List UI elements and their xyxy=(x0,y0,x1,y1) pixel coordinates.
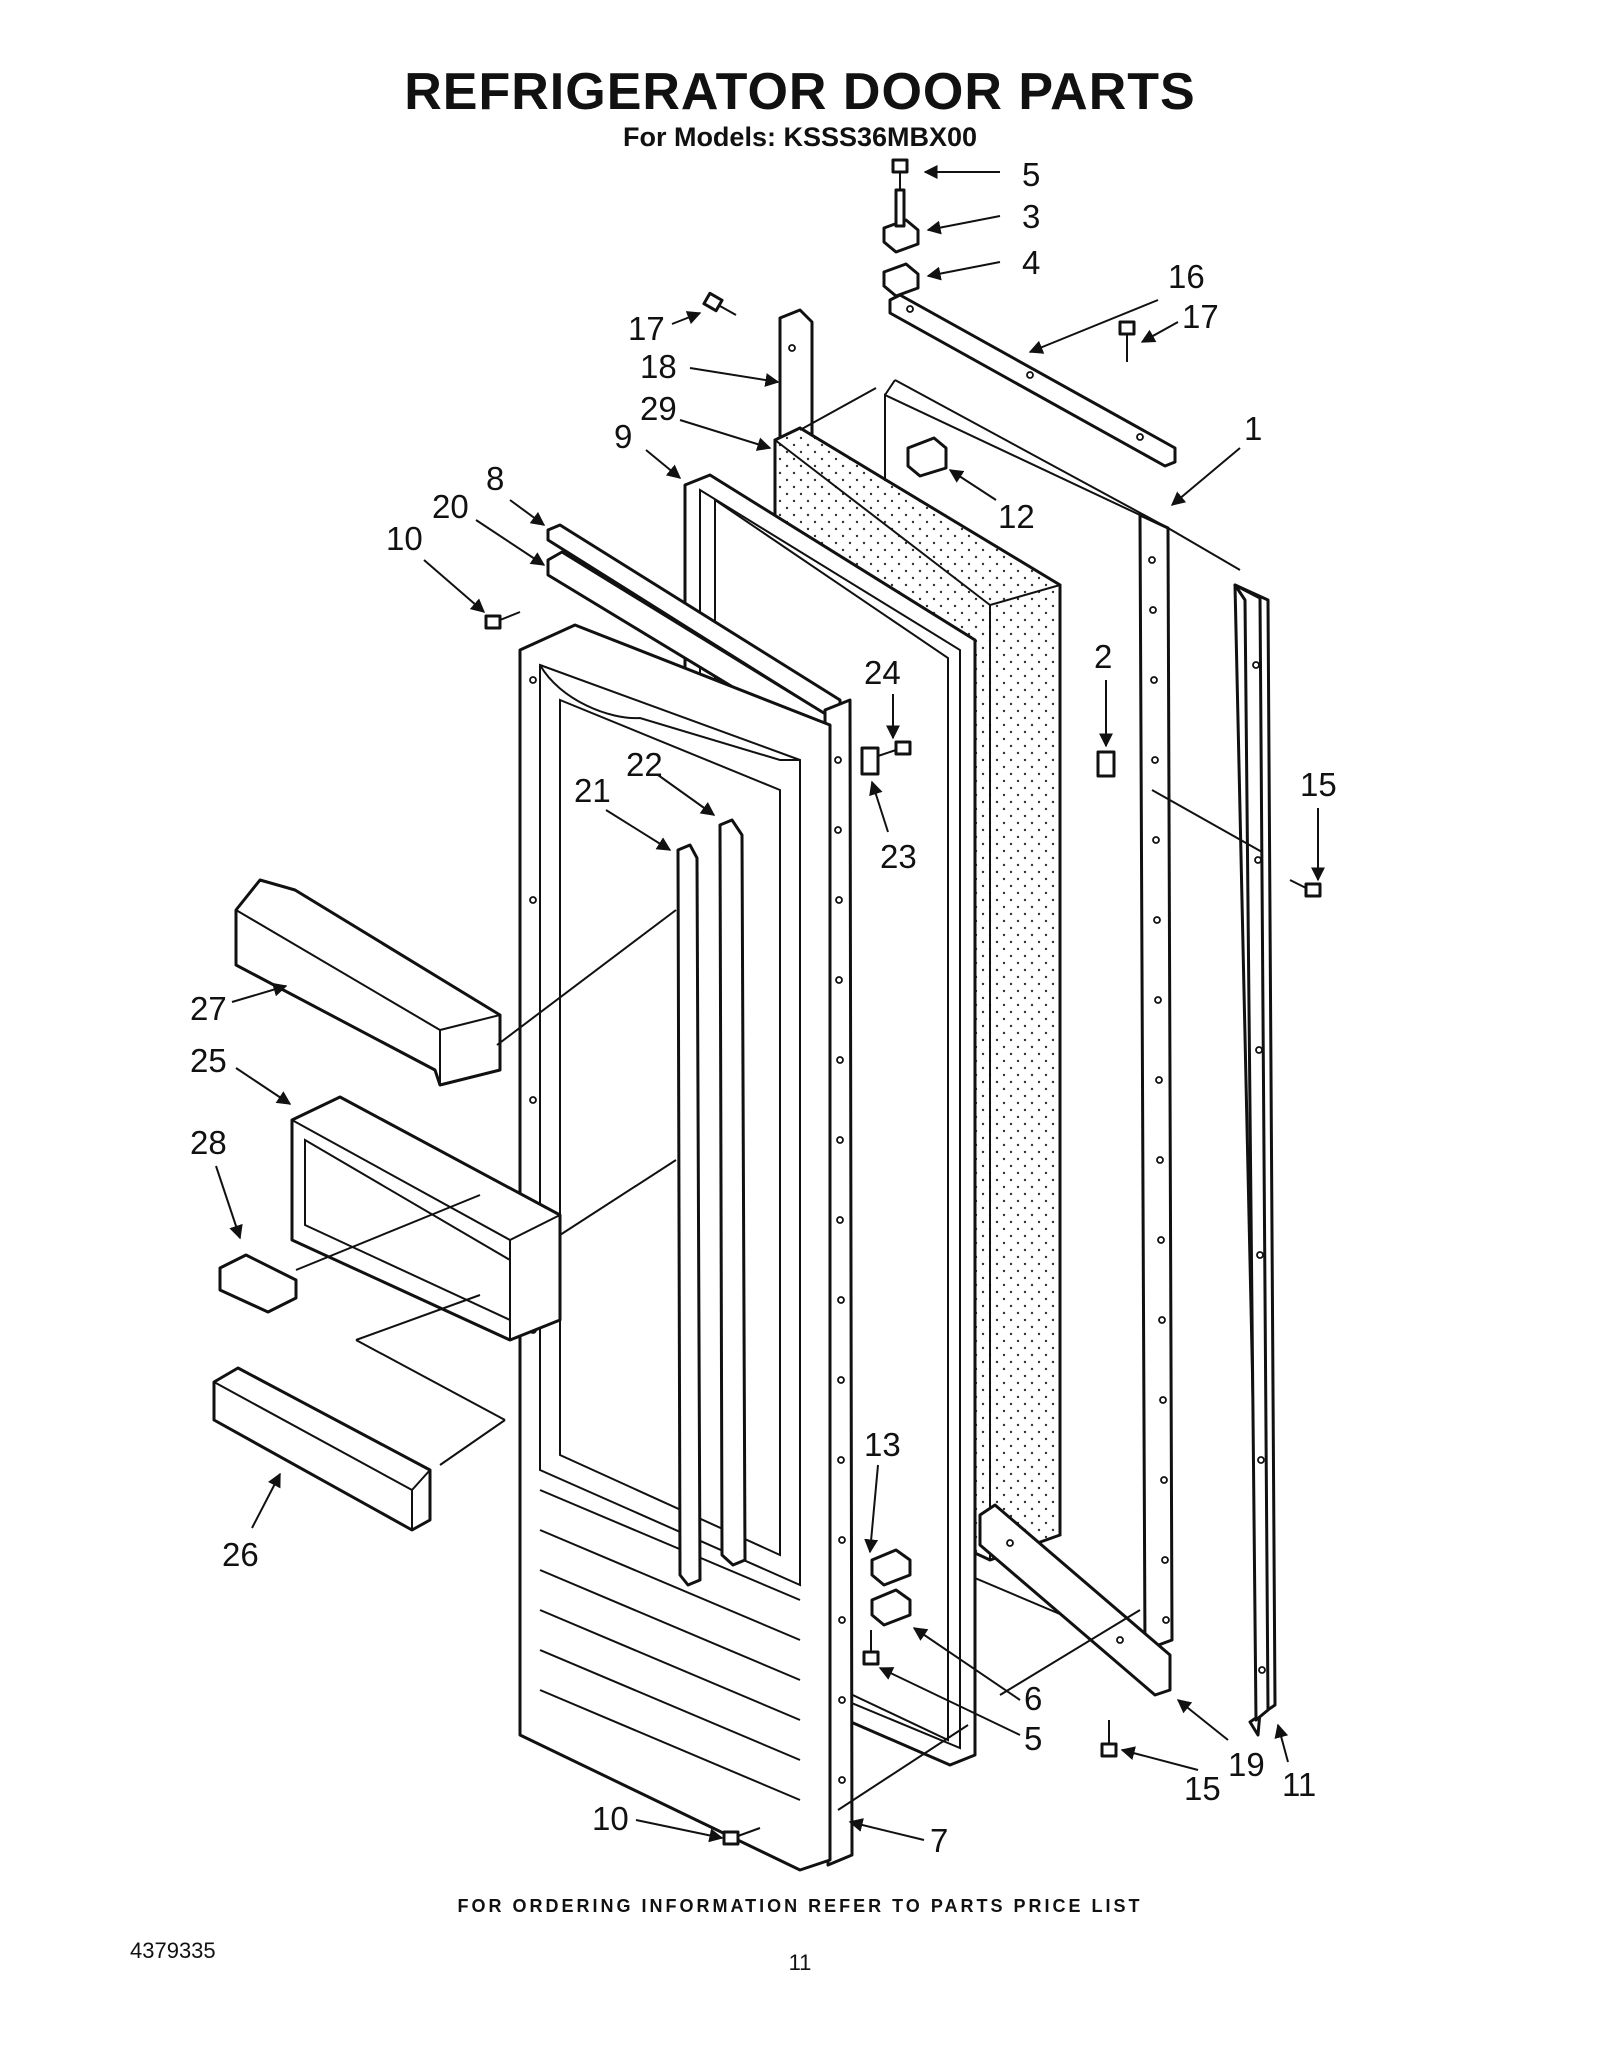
screw-icon-10-top xyxy=(484,611,521,630)
callout-29: 29 xyxy=(640,390,677,427)
callout-23: 23 xyxy=(880,838,917,875)
callout-7: 7 xyxy=(930,1822,948,1859)
callout-15-right: 15 xyxy=(1300,766,1337,803)
part-25-dairy-box xyxy=(290,1095,562,1342)
part-19-bottom-bracket xyxy=(978,1503,1172,1697)
page-title: REFRIGERATOR DOOR PARTS xyxy=(404,63,1196,121)
callout-10-bottom: 10 xyxy=(592,1800,629,1837)
part-3-hinge xyxy=(882,188,920,254)
callout-9: 9 xyxy=(614,418,632,455)
callout-20: 20 xyxy=(432,488,469,525)
part-28-small-tray xyxy=(218,1253,298,1314)
document-number: 4379335 xyxy=(130,1938,216,1963)
callout-18: 18 xyxy=(640,348,677,385)
callout-28: 28 xyxy=(190,1124,227,1161)
part-22-shelf-support xyxy=(718,818,747,1567)
screw-icon-5-bottom xyxy=(862,1630,880,1666)
callout-13: 13 xyxy=(864,1426,901,1463)
leader-arrows xyxy=(215,165,1325,1843)
callout-19: 19 xyxy=(1228,1746,1265,1783)
callout-15-bottom: 15 xyxy=(1184,1770,1221,1807)
part-27-door-bin xyxy=(234,878,502,1087)
part-2-clip xyxy=(1096,750,1116,778)
callout-6: 6 xyxy=(1024,1680,1042,1717)
callout-21: 21 xyxy=(574,772,611,809)
callout-12: 12 xyxy=(998,498,1035,535)
callout-25: 25 xyxy=(190,1042,227,1079)
callout-1: 1 xyxy=(1244,410,1262,447)
screw-icon-24 xyxy=(877,740,912,757)
callout-10-top: 10 xyxy=(386,520,423,557)
callout-26: 26 xyxy=(222,1536,259,1573)
callout-3: 3 xyxy=(1022,198,1040,235)
screw-icon-15-bottom xyxy=(1100,1720,1118,1758)
part-4-hinge-plate xyxy=(882,262,920,298)
callout-16: 16 xyxy=(1168,258,1205,295)
page-number: 11 xyxy=(788,1950,812,1975)
part-26-door-trim xyxy=(212,1366,432,1532)
part-23-plate xyxy=(860,746,880,776)
door-liner xyxy=(518,623,832,1872)
callout-5-bottom: 5 xyxy=(1024,1720,1042,1757)
screw-icon-17-left xyxy=(702,291,737,316)
ordering-note: FOR ORDERING INFORMATION REFER TO PARTS … xyxy=(457,1896,1143,1916)
assembly-lines xyxy=(295,387,1263,1811)
callout-4: 4 xyxy=(1022,244,1040,281)
part-11-door-channel xyxy=(1233,583,1277,1737)
callout-5-top: 5 xyxy=(1022,156,1040,193)
part-12-bracket xyxy=(906,436,948,478)
callout-27: 27 xyxy=(190,990,227,1027)
callout-11: 11 xyxy=(1282,1766,1316,1803)
screw-icon-17-right xyxy=(1118,320,1136,362)
screw-icon-10-bottom xyxy=(722,1827,761,1846)
callout-8: 8 xyxy=(486,460,504,497)
part-21-shelf-support xyxy=(676,843,702,1587)
callout-2: 2 xyxy=(1094,638,1112,675)
callout-17-right: 17 xyxy=(1182,298,1219,335)
part-13-hinge xyxy=(870,1548,912,1587)
callout-22: 22 xyxy=(626,746,663,783)
part-6-hinge-plate xyxy=(870,1588,912,1627)
callout-labels: 5 3 4 16 17 17 18 29 9 1 12 8 20 10 24 2… xyxy=(190,156,1337,1859)
model-subtitle: For Models: KSSS36MBX00 xyxy=(622,122,978,152)
callout-17-left: 17 xyxy=(628,310,665,347)
screw-icon-5-top xyxy=(891,158,909,190)
callout-24: 24 xyxy=(864,654,901,691)
screw-icon-15-right xyxy=(1289,879,1322,898)
